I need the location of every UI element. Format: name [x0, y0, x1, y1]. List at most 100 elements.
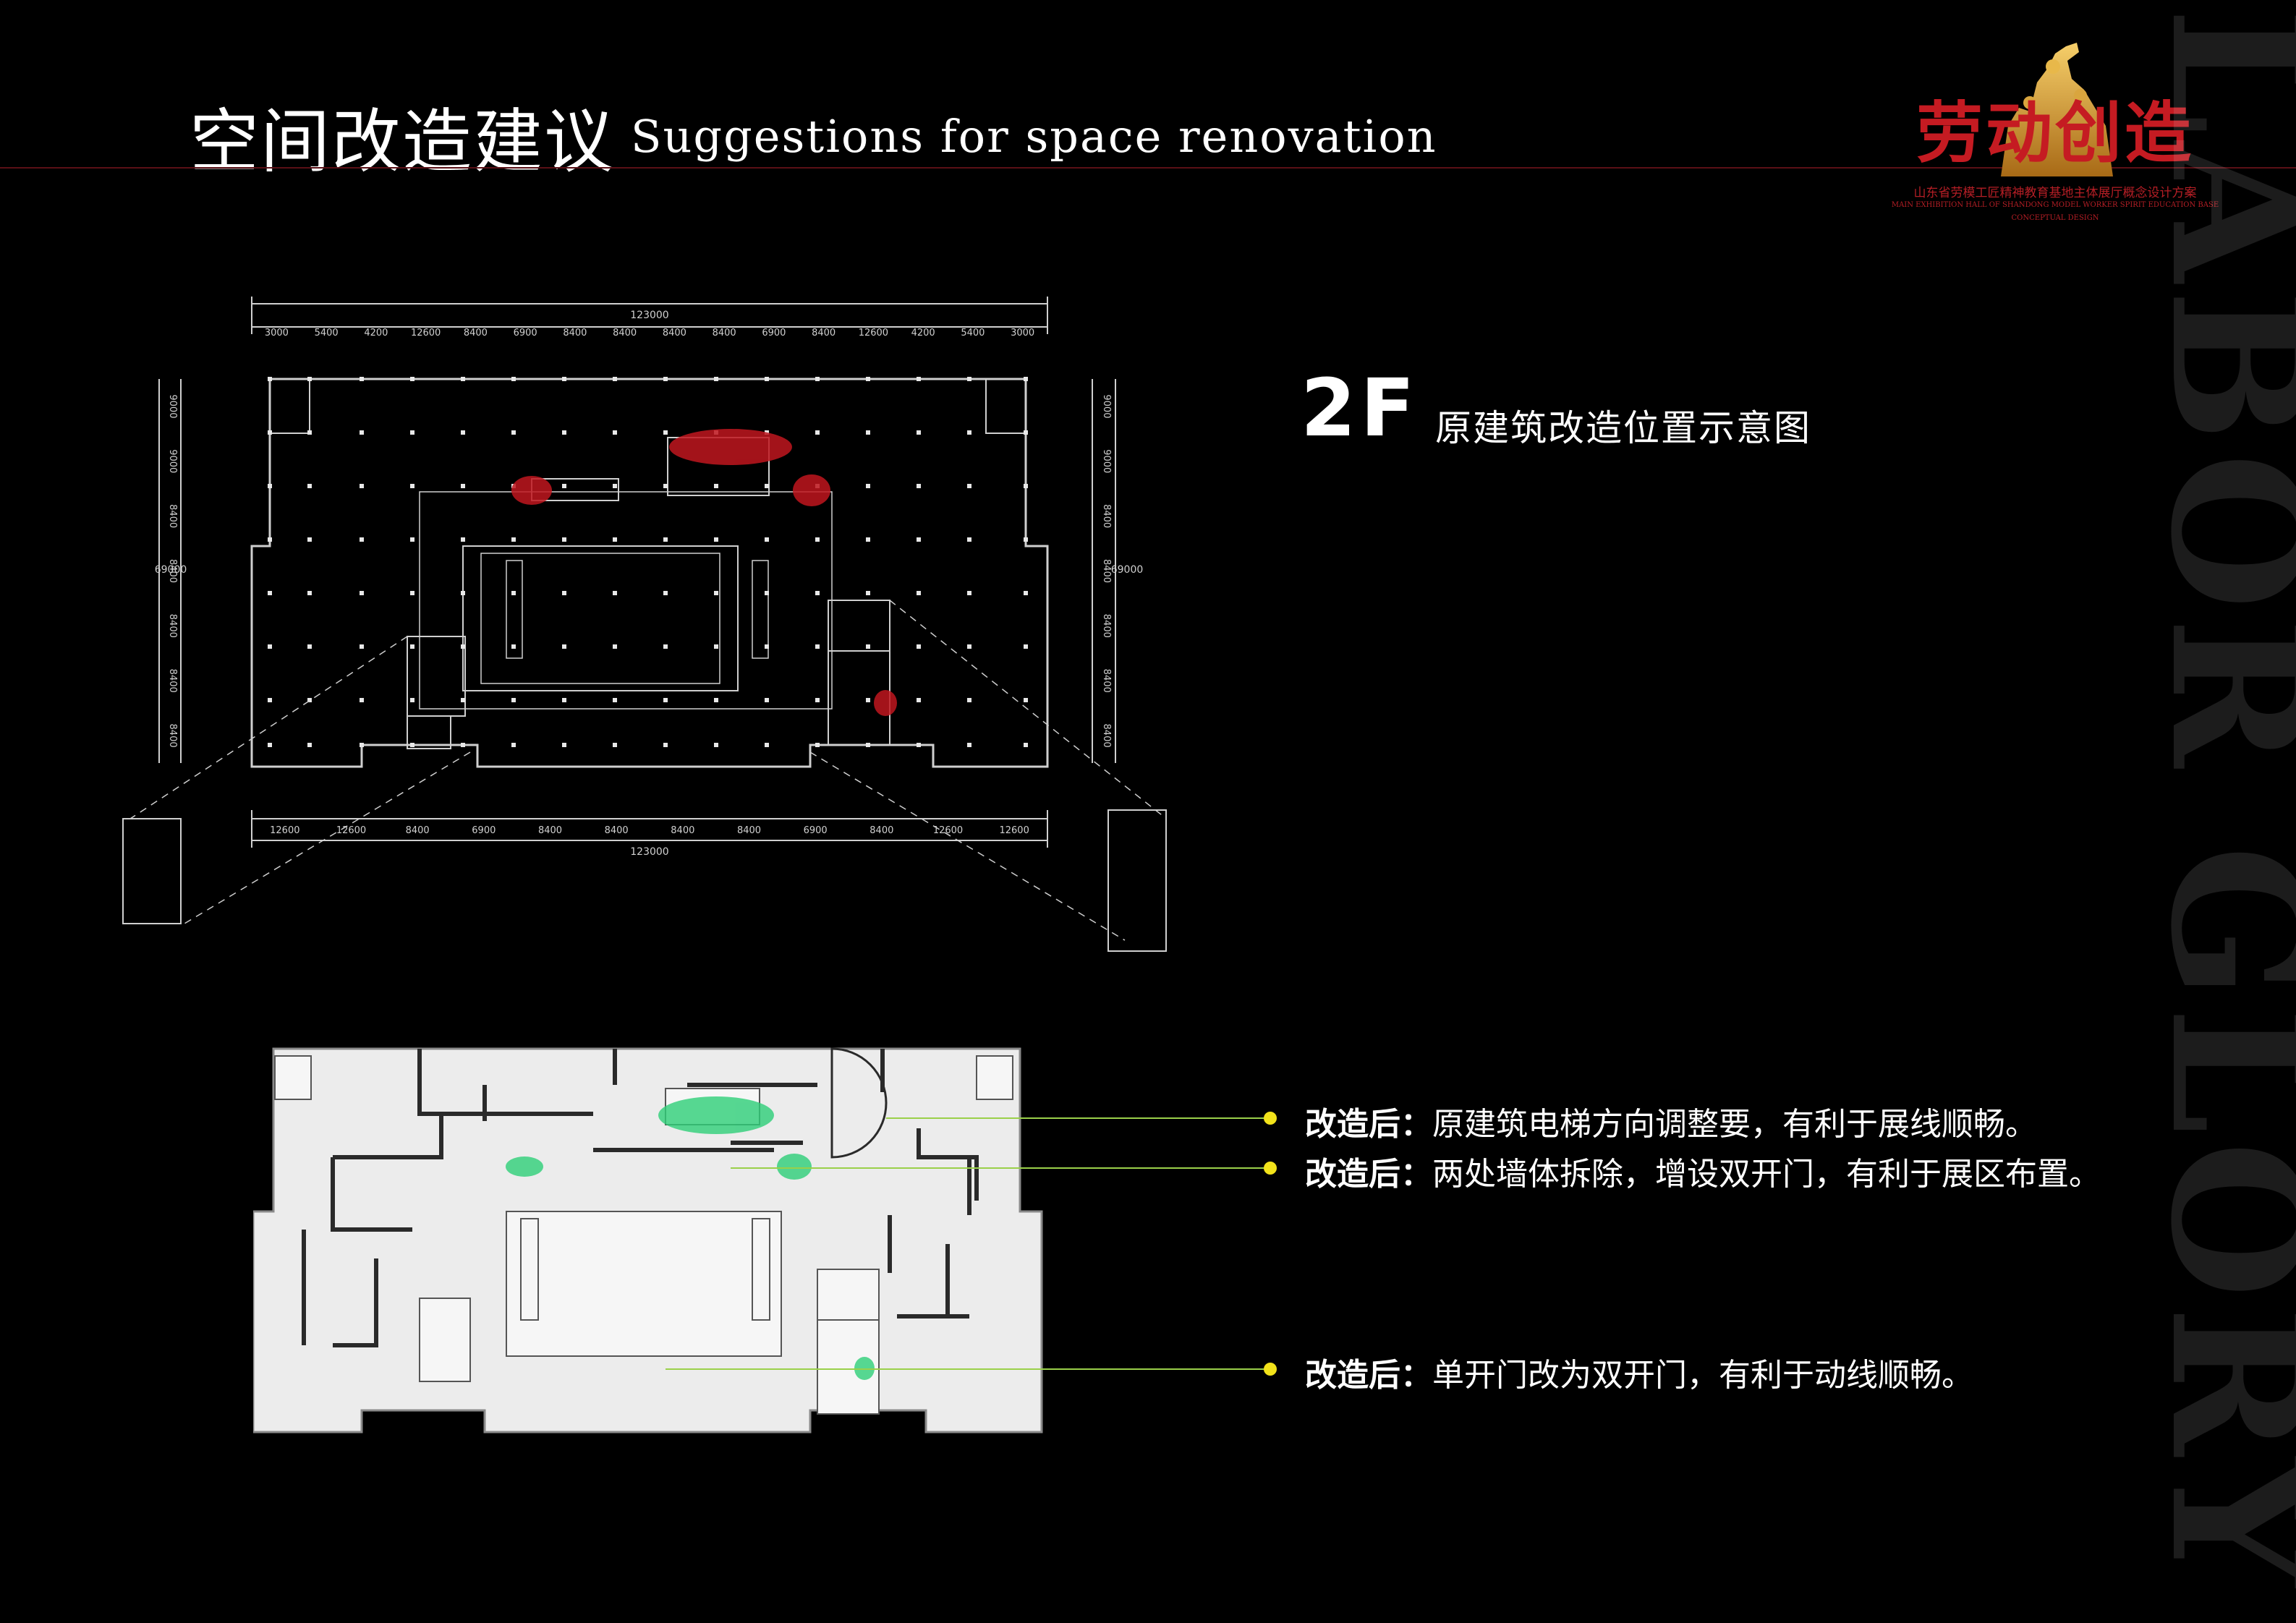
- column-grid-dot: [1024, 537, 1028, 542]
- column-grid-dot: [714, 743, 718, 747]
- column-grid-dot: [360, 698, 364, 702]
- dimension-label: 8400: [406, 825, 430, 836]
- column-grid-dot: [562, 591, 566, 595]
- column-grid-dot: [562, 698, 566, 702]
- column-grid-dot: [562, 484, 566, 488]
- column-grid-dot: [714, 377, 718, 381]
- column-grid-dot: [562, 430, 566, 435]
- dimension-label: 8400: [713, 328, 736, 338]
- column-grid-dot: [307, 591, 312, 595]
- column-grid-dot: [866, 698, 870, 702]
- column-grid-dot: [511, 743, 516, 747]
- column-grid-dot: [461, 484, 465, 488]
- total-width-dimension: 123000: [630, 310, 668, 321]
- column-grid-dot: [1024, 377, 1028, 381]
- column-grid-dot: [866, 377, 870, 381]
- column-grid-dot: [917, 537, 921, 542]
- watermark: LABOR GLORY: [2170, 0, 2296, 1623]
- column-grid-dot: [663, 591, 668, 595]
- column-grid-dot: [613, 743, 617, 747]
- column-grid-dot: [765, 743, 769, 747]
- annotation-label: 改造后：: [1305, 1156, 1432, 1193]
- column-grid-dot: [815, 698, 820, 702]
- renovated-floor-plan: [253, 1047, 1049, 1434]
- column-grid-dot: [1024, 430, 1028, 435]
- column-grid-dot: [360, 377, 364, 381]
- column-grid-dot: [917, 644, 921, 649]
- dimension-label: 8400: [167, 669, 178, 693]
- column-grid-dot: [815, 537, 820, 542]
- column-grid-dot: [360, 591, 364, 595]
- column-grid-dot: [714, 644, 718, 649]
- column-grid-dot: [917, 377, 921, 381]
- column-grid-dot: [866, 484, 870, 488]
- column-grid-dot: [663, 484, 668, 488]
- total-height-dimension-right: 69000: [1111, 564, 1144, 576]
- column-grid-dot: [967, 591, 971, 595]
- column-grid-dot: [967, 698, 971, 702]
- column-grid-dot: [765, 537, 769, 542]
- dimension-label: 8400: [1101, 614, 1112, 638]
- dimension-label: 5400: [961, 328, 985, 338]
- annotation-2: 改造后：两处墙体拆除，增设双开门，有利于展区布置。: [1305, 1148, 2101, 1194]
- column-grid-dot: [511, 377, 516, 381]
- annotation-text: 两处墙体拆除，增设双开门，有利于展区布置。: [1432, 1156, 2101, 1193]
- column-grid-dot: [461, 698, 465, 702]
- annotation-3: 改造后：单开门改为双开门，有利于动线顺畅。: [1305, 1349, 1973, 1395]
- dimension-label: 8400: [167, 614, 178, 638]
- column-grid-dot: [917, 484, 921, 488]
- brand-subtitle: 山东省劳模工匠精神教育基地主体展厅概念设计方案: [1913, 186, 2197, 200]
- column-grid-dot: [613, 591, 617, 595]
- annotation-bullet: [1264, 1162, 1277, 1175]
- column-grid-dot: [663, 430, 668, 435]
- column-grid-dot: [866, 537, 870, 542]
- column-grid-dot: [461, 537, 465, 542]
- column-grid-dot: [562, 644, 566, 649]
- dimension-label: 8400: [563, 328, 587, 338]
- column-grid-dot: [461, 743, 465, 747]
- column-grid-dot: [1024, 644, 1028, 649]
- page-title: 空间改造建议: [190, 101, 615, 182]
- annotation-text: 单开门改为双开门，有利于动线顺畅。: [1432, 1357, 1973, 1394]
- column-grid-dot: [714, 537, 718, 542]
- column-grid-dot: [562, 377, 566, 381]
- column-grid-dot: [410, 377, 414, 381]
- column-grid-dot: [765, 698, 769, 702]
- column-grid-dot: [461, 377, 465, 381]
- dimension-label: 4200: [364, 328, 388, 338]
- column-grid-dot: [268, 591, 272, 595]
- column-grid-dot: [1024, 743, 1028, 747]
- column-grid-dot: [765, 591, 769, 595]
- column-grid-dot: [765, 377, 769, 381]
- brand-logo: 劳动创造 山东省劳模工匠精神教育基地主体展厅概念设计方案 MAIN EXHIBI…: [1849, 29, 2261, 239]
- annotation-label: 改造后：: [1305, 1357, 1432, 1394]
- column-grid-dot: [967, 430, 971, 435]
- column-grid-dot: [967, 537, 971, 542]
- annotation-leaders: [1049, 1112, 1277, 1376]
- column-grid-dot: [1024, 591, 1028, 595]
- column-grid-dot: [967, 377, 971, 381]
- column-grid-dot: [268, 743, 272, 747]
- column-grid-dot: [613, 484, 617, 488]
- column-grid-dot: [307, 537, 312, 542]
- column-grid-dot: [307, 430, 312, 435]
- column-grid-dot: [360, 484, 364, 488]
- column-grid-dot: [866, 430, 870, 435]
- dimension-label: 12600: [270, 825, 299, 836]
- column-grid-dot: [815, 743, 820, 747]
- dimension-label: 12600: [999, 825, 1029, 836]
- column-grid-dot: [511, 591, 516, 595]
- column-grid-dot: [866, 743, 870, 747]
- column-grid-dot: [360, 644, 364, 649]
- dimension-label: 12600: [933, 825, 963, 836]
- dimension-label: 8400: [1101, 504, 1112, 528]
- column-grid-dot: [663, 377, 668, 381]
- column-grid-dot: [714, 698, 718, 702]
- column-grid-dot: [410, 743, 414, 747]
- column-grid-dot: [613, 377, 617, 381]
- dimension-label: 9000: [167, 449, 178, 473]
- dimension-label: 8400: [167, 504, 178, 528]
- column-grid-dot: [917, 591, 921, 595]
- brand-title: 劳动创造: [1916, 94, 2194, 172]
- column-grid-dot: [410, 591, 414, 595]
